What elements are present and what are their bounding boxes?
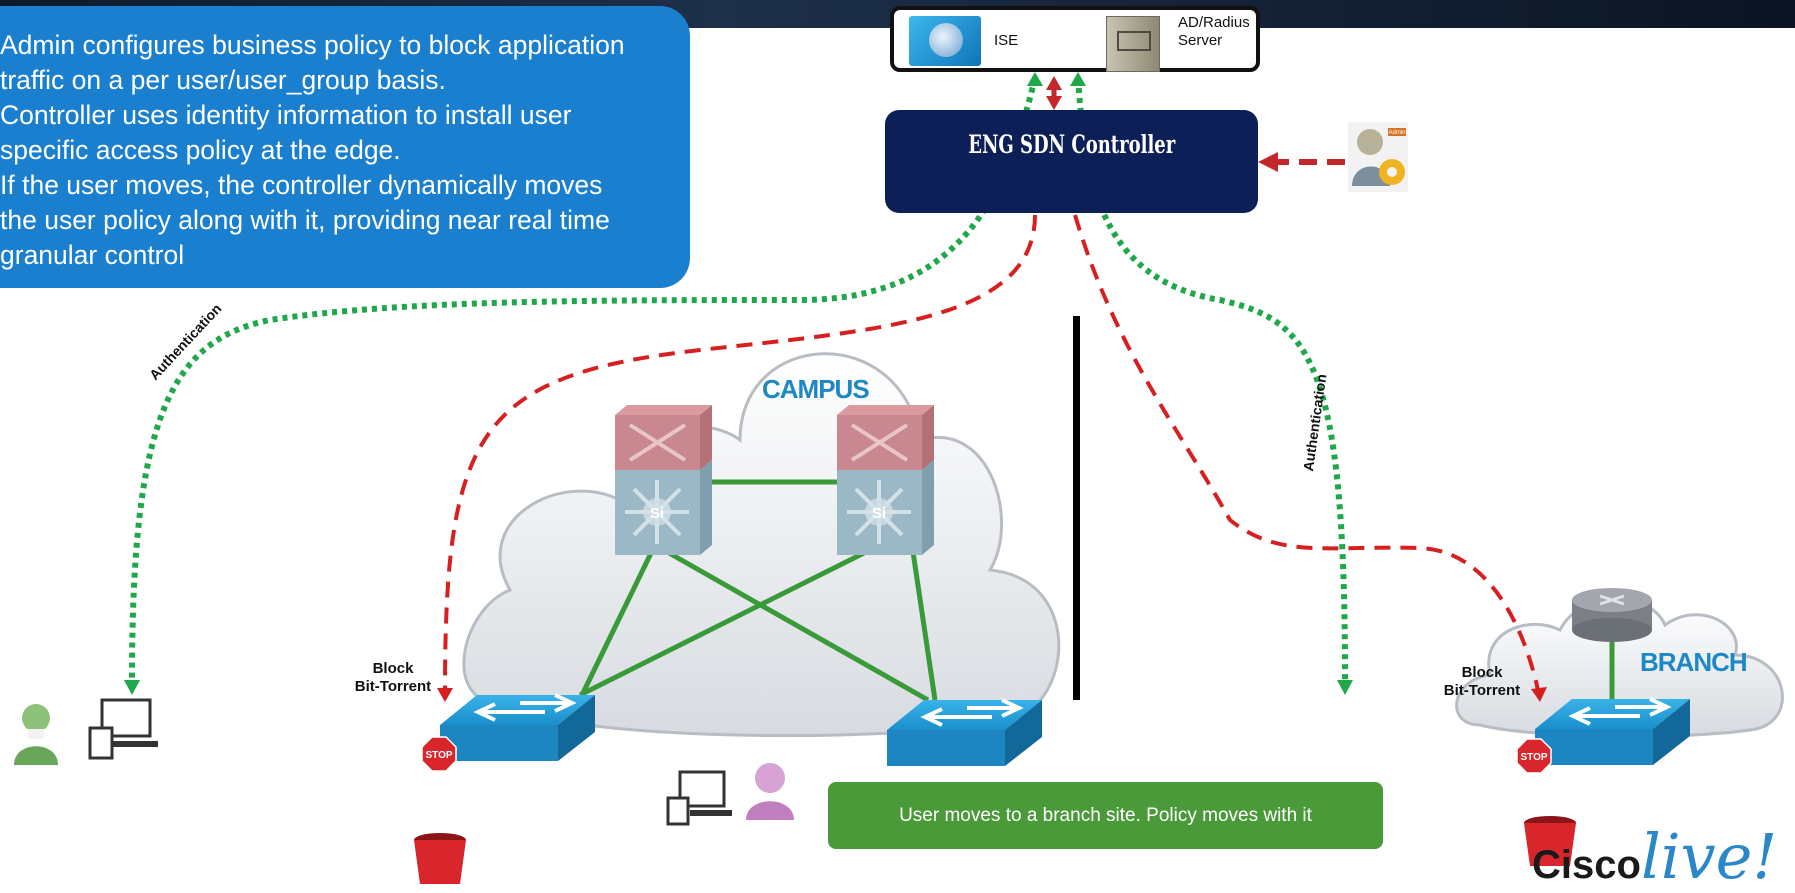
bucket-icon-right <box>1524 816 1576 866</box>
devices-icon-campus <box>666 770 732 826</box>
info-line-5: If the user moves, the controller dynami… <box>0 170 603 200</box>
access-switch-left <box>440 693 595 761</box>
info-line-4: specific access policy at the edge. <box>0 135 401 165</box>
info-line-1: Admin configures business policy to bloc… <box>0 30 625 60</box>
campus-label: CAMPUS <box>762 374 870 404</box>
info-line-7: granular control <box>0 240 185 270</box>
ad-radius-server-icon <box>1106 16 1160 72</box>
stop-sign-branch <box>1516 738 1552 774</box>
site-divider <box>1073 316 1080 700</box>
info-line-2: traffic on a per user/user_group basis. <box>0 65 446 95</box>
access-switch-campus-right <box>887 698 1042 766</box>
auth-arrow-left-head <box>124 680 140 695</box>
policy-paths <box>443 214 1540 691</box>
block-right-line2: Bit-Torrent <box>1443 682 1521 699</box>
si-label-left: Si <box>650 505 664 522</box>
user-icon-campus <box>746 763 794 820</box>
admin-icon[interactable] <box>1348 122 1408 192</box>
branch-router <box>1572 588 1652 642</box>
sdn-controller[interactable]: ENG SDN Controller <box>885 110 1258 213</box>
stop-sign-left <box>421 736 457 772</box>
controller-server-link <box>1046 76 1062 110</box>
branch-label: BRANCH <box>1640 647 1748 677</box>
si-label-right: Si <box>872 505 886 522</box>
admin-icon-text: Admin <box>1388 130 1405 136</box>
cisco-live-logo: Ciscolive! <box>1532 820 1777 893</box>
ise-icon <box>909 16 981 66</box>
auth-arrow-top-right-head <box>1070 72 1086 86</box>
core-switch-right <box>837 405 934 555</box>
block-bittorrent-left: Block Bit-Torrent <box>348 660 438 696</box>
info-line-6: the user policy along with it, providing… <box>0 205 610 235</box>
auth-arrow-right-head <box>1337 680 1353 695</box>
campus-cloud <box>462 352 1061 738</box>
admin-policy-arrow <box>1258 152 1345 172</box>
block-right-line1: Block <box>1461 664 1503 681</box>
stop-sign-left-text: STOP <box>425 750 452 761</box>
block-bittorrent-branch: Block Bit-Torrent <box>1437 664 1527 700</box>
devices-icon-left <box>88 698 158 760</box>
info-line-3: Controller uses identity information to … <box>0 100 572 130</box>
core-switch-left <box>615 405 712 555</box>
user-icon-left <box>14 704 58 765</box>
access-switch-branch <box>1535 697 1690 765</box>
ad-radius-label-line1: AD/Radius <box>1178 14 1250 31</box>
branch-cloud <box>1455 597 1784 738</box>
ise-label: ISE <box>994 32 1019 49</box>
stop-sign-branch-text: STOP <box>1520 752 1547 763</box>
block-left-line2: Bit-Torrent <box>354 678 432 695</box>
brand-live: live! <box>1640 820 1778 893</box>
brand-cisco: Cisco <box>1532 843 1641 887</box>
identity-servers-box: ISE AD/Radius Server <box>890 6 1260 72</box>
policy-arrow-branch-head <box>1531 687 1547 702</box>
ad-radius-label-line2: Server <box>1178 32 1223 49</box>
block-left-line1: Block <box>372 660 414 677</box>
campus-links <box>578 479 938 703</box>
auth-arrow-top-left-head <box>1027 72 1043 86</box>
sdn-controller-title: ENG SDN Controller <box>968 130 1175 159</box>
policy-moves-banner: User moves to a branch site. Policy move… <box>828 782 1383 849</box>
info-callout: Admin configures business policy to bloc… <box>0 6 690 288</box>
bucket-icon-left <box>414 833 466 884</box>
policy-arrow-left-head <box>437 688 453 702</box>
